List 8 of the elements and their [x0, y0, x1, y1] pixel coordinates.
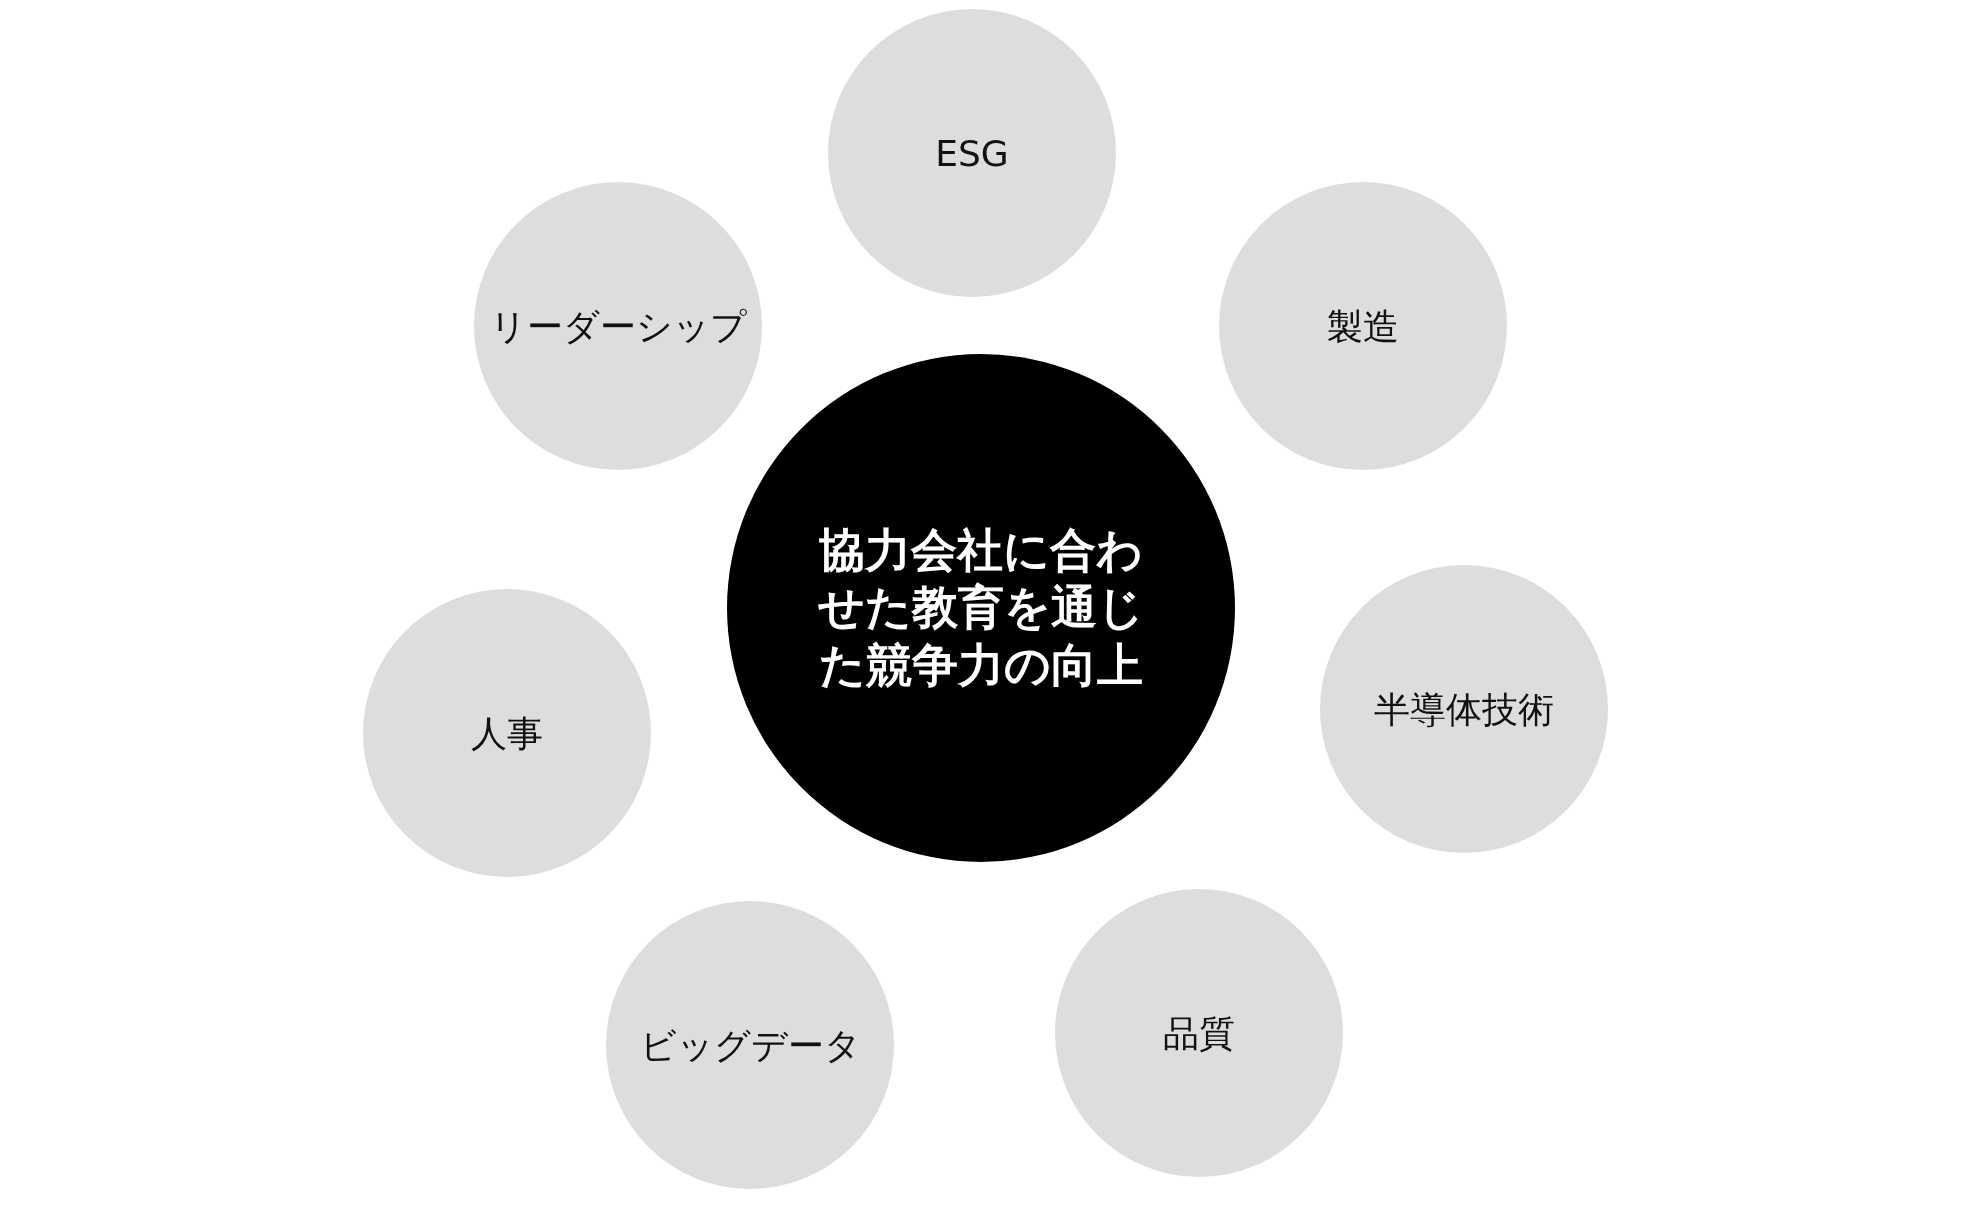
topic-label: ビッグデータ	[639, 1023, 861, 1068]
topic-label: 人事	[471, 711, 543, 756]
topic-label: 品質	[1163, 1011, 1235, 1056]
center-title: 協力会社に合わせた教育を通じた競争力の向上	[817, 521, 1145, 694]
topic-label: リーダーシップ	[489, 304, 747, 349]
topic-label: ESG	[935, 131, 1009, 176]
topic-label: 半導体技術	[1374, 687, 1554, 732]
topic-label: 製造	[1327, 304, 1399, 349]
